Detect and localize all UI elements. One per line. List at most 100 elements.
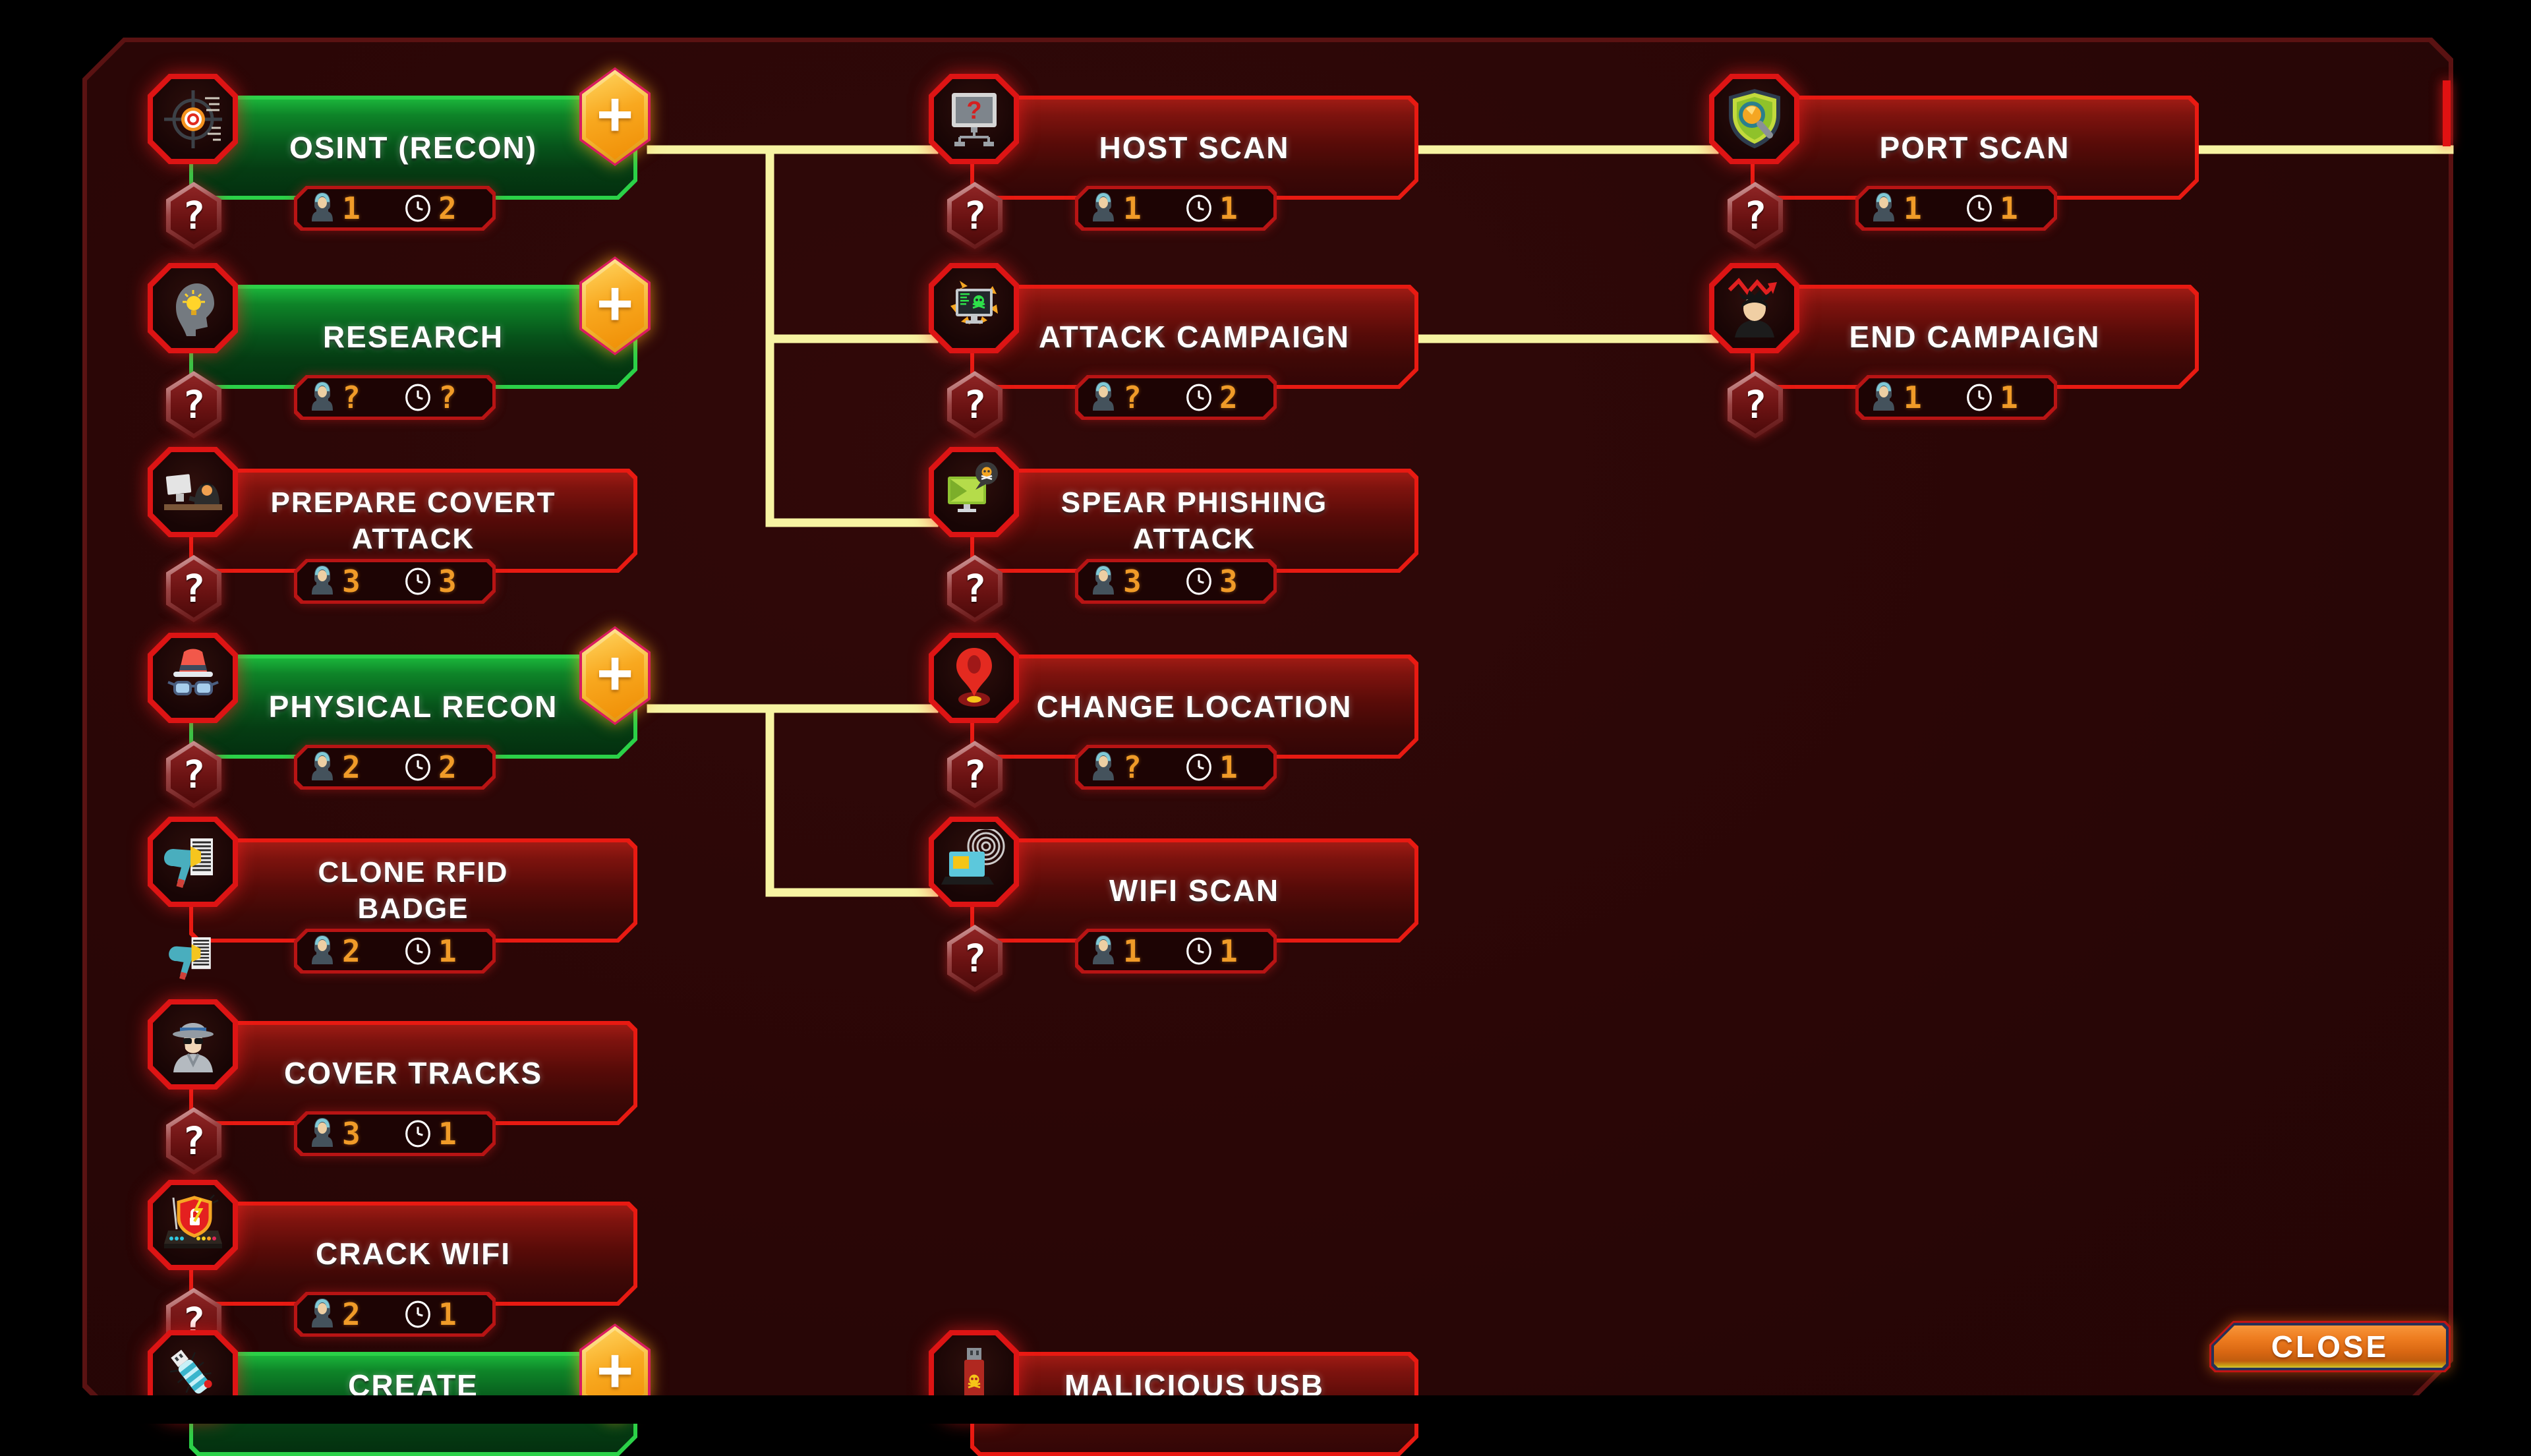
time-icon [1933, 194, 1993, 222]
map-pin-icon [929, 633, 1019, 723]
question-icon: ? [963, 936, 987, 981]
crew-icon [309, 751, 335, 784]
crew-count: 3 [342, 564, 361, 599]
question-badge: ? [166, 1107, 221, 1175]
add-skill-button[interactable]: + [579, 256, 651, 355]
node-bar [1751, 285, 2199, 389]
question-badge: ? [1728, 371, 1783, 438]
node-bar [970, 655, 1418, 759]
crew-count: 1 [342, 190, 361, 226]
node-title: WIFI SCAN [1109, 873, 1280, 908]
time-count: 2 [438, 190, 457, 226]
time-icon [371, 937, 432, 965]
time-count: 1 [1219, 749, 1238, 785]
question-icon: ? [963, 382, 987, 427]
question-icon: ? [182, 566, 206, 611]
crew-icon [309, 935, 335, 968]
question-icon: ? [182, 1119, 206, 1163]
disguise-icon [148, 633, 238, 723]
question-icon: ? [182, 382, 206, 427]
crew-icon [309, 1117, 335, 1151]
node-title: CRACK WIFI [316, 1236, 511, 1271]
rfid-cloner-mini-icon [165, 927, 223, 988]
time-icon [371, 1300, 432, 1328]
question-icon: ? [963, 566, 987, 611]
crew-icon [1090, 192, 1117, 225]
question-badge: ? [166, 182, 221, 249]
node-title: OSINT (RECON) [289, 130, 538, 165]
question-icon: ? [182, 193, 206, 238]
time-count: 2 [1219, 380, 1238, 415]
time-icon [371, 568, 432, 595]
question-icon: ? [963, 752, 987, 797]
time-icon [1933, 384, 1993, 411]
skill-links [647, 145, 2454, 897]
question-badge: ? [947, 925, 1003, 992]
crew-count: 2 [342, 933, 361, 969]
question-icon: ? [1743, 193, 1767, 238]
plus-icon: + [596, 638, 634, 709]
question-icon: ? [1743, 382, 1767, 427]
crew-icon [1090, 565, 1117, 598]
node-title: PORT SCAN [1879, 130, 2070, 165]
plus-icon: + [596, 79, 634, 150]
router-shield-icon [148, 1180, 238, 1270]
question-badge: ? [947, 555, 1003, 622]
crew-icon [309, 565, 335, 598]
question-icon: ? [182, 752, 206, 797]
question-badge: ? [947, 371, 1003, 438]
rfid-cloner-icon [148, 817, 238, 907]
question-badge: ? [1728, 182, 1783, 249]
time-icon [371, 194, 432, 222]
crew-icon [1090, 751, 1117, 784]
question-badge: ? [947, 741, 1003, 808]
question-icon: ? [963, 193, 987, 238]
time-icon [371, 1120, 432, 1148]
plus-icon: + [596, 1335, 634, 1406]
crew-count: ? [342, 380, 361, 415]
crew-count: 1 [1123, 933, 1142, 969]
time-count: 1 [1219, 190, 1238, 226]
node-stats: ?2 [1075, 375, 1277, 420]
time-count: 2 [438, 749, 457, 785]
node-title: RESEARCH [322, 319, 504, 354]
add-skill-button[interactable]: + [579, 626, 651, 725]
node-bar [189, 1202, 637, 1306]
time-count: 1 [2000, 380, 2018, 415]
time-icon [1152, 937, 1213, 965]
question-badge: ? [166, 555, 221, 622]
node-bar [970, 285, 1418, 389]
offscreen-node-edge-glow [2443, 80, 2451, 146]
node-bar [1751, 96, 2199, 200]
close-button-face: CLOSE [2214, 1325, 2446, 1368]
crew-count: 3 [342, 1116, 361, 1151]
crew-count: 2 [342, 1296, 361, 1332]
node-stats: ?? [294, 375, 496, 420]
time-icon [1152, 568, 1213, 595]
time-icon [1152, 384, 1213, 411]
crew-count: 3 [1123, 564, 1142, 599]
time-count: 1 [438, 1116, 457, 1151]
time-icon [1152, 753, 1213, 781]
node-title: CHANGE LOCATION [1036, 689, 1353, 724]
node-bar [189, 469, 637, 573]
crew-icon [1871, 381, 1897, 415]
head-idea-icon [148, 263, 238, 353]
add-skill-button[interactable]: + [579, 67, 651, 166]
crew-count: ? [1123, 380, 1142, 415]
phishing-icon [929, 447, 1019, 537]
crew-icon [1871, 192, 1897, 225]
close-button[interactable]: CLOSE [2209, 1321, 2451, 1372]
crew-count: 2 [342, 749, 361, 785]
node-bar [189, 1021, 637, 1125]
node-bar [970, 469, 1418, 573]
